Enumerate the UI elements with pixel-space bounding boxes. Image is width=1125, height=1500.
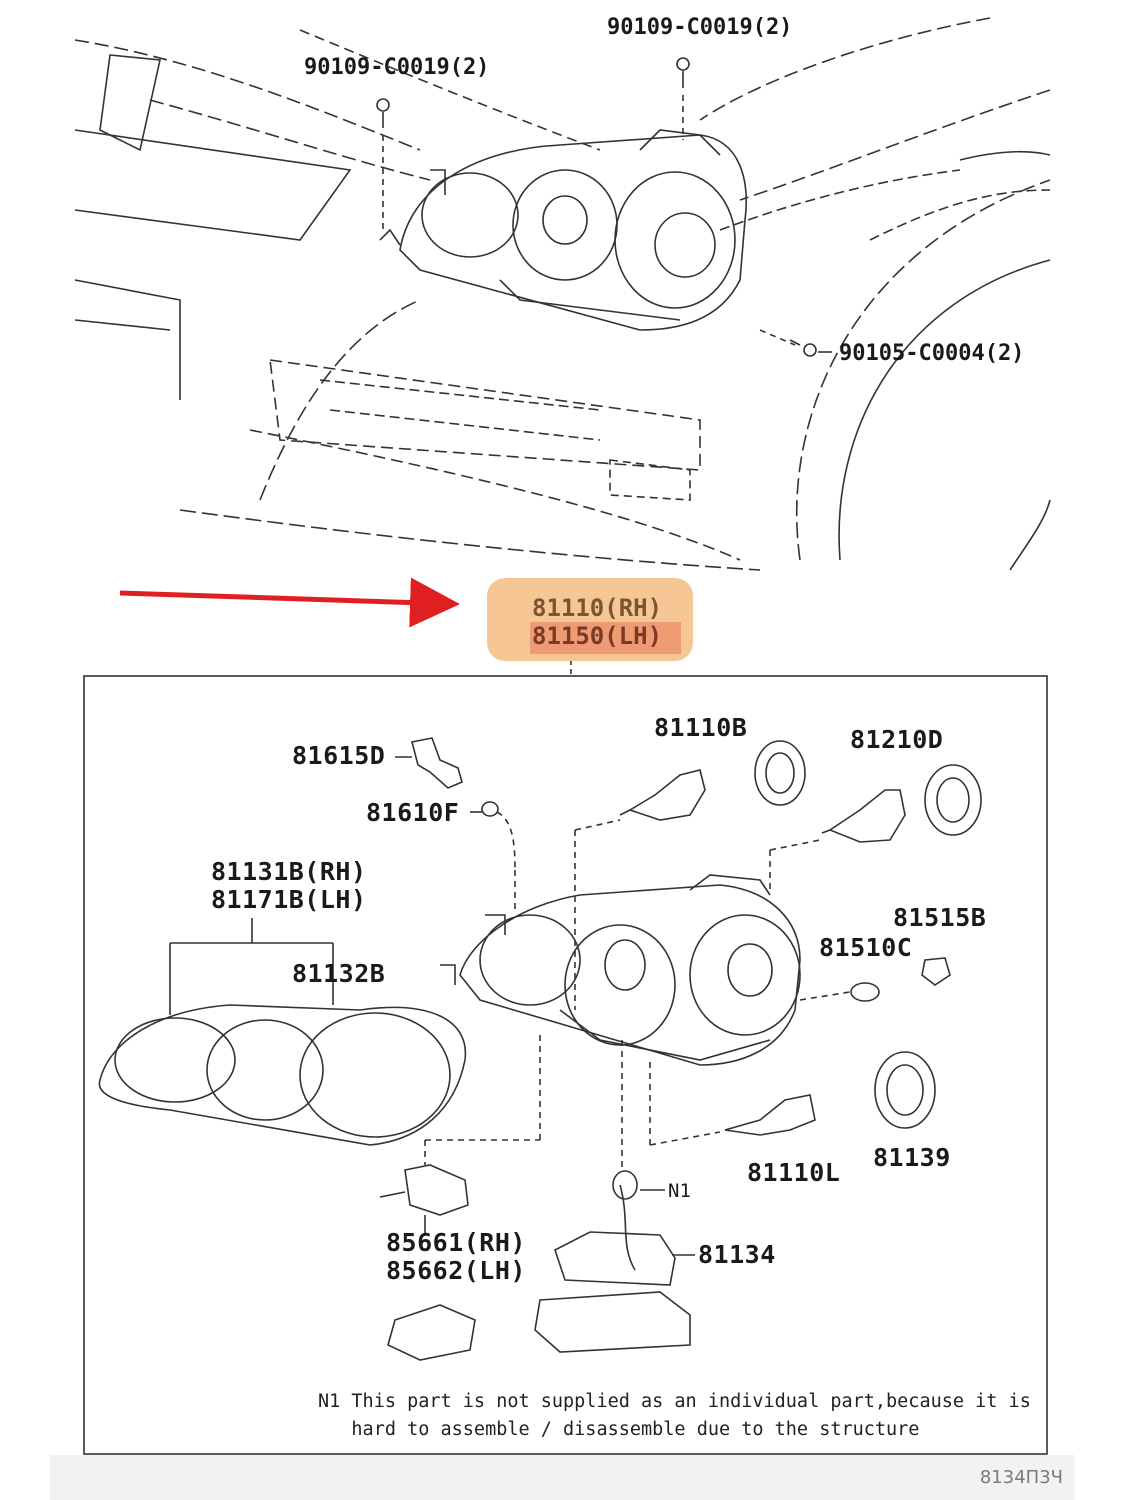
part-label-81210D: 81210D [850, 725, 944, 754]
footer-strip [50, 1455, 1075, 1500]
part-label-85661: 85661(RH) [386, 1228, 526, 1257]
footnote-line-2: hard to assemble / disassemble due to th… [318, 1419, 920, 1440]
note-marker-n1: N1 [668, 1180, 691, 1202]
part-label-81134: 81134 [698, 1240, 776, 1269]
part-label-81132B: 81132B [292, 959, 386, 988]
exploded-parts-illustration [98, 737, 982, 1361]
fastener-label-right-screw: 90109-C0019(2) [607, 15, 793, 40]
assembly-lh-highlight [530, 622, 681, 654]
part-label-81131B: 81131B(RH) [211, 857, 367, 886]
footnote: N1 This part is not supplied as an indiv… [318, 1388, 1038, 1444]
exploded-view-frame [83, 675, 1048, 1455]
fastener-label-bolt: 90105-C0004(2) [839, 341, 1025, 366]
part-label-81110L: 81110L [747, 1158, 841, 1187]
part-label-85662: 85662(LH) [386, 1256, 526, 1285]
part-label-81610F: 81610F [366, 798, 460, 827]
part-label-81171B: 81171B(LH) [211, 885, 367, 914]
part-label-81510C: 81510C [819, 933, 913, 962]
part-label-81139: 81139 [873, 1143, 951, 1172]
assembly-part-rh: 81110(RH) [532, 594, 663, 622]
assembly-part-lh: 81150(LH) [532, 622, 663, 650]
part-label-81615D: 81615D [292, 741, 386, 770]
car-front-illustration [74, 17, 1051, 571]
red-pointer-arrow [119, 577, 460, 628]
part-label-81515B: 81515B [893, 903, 987, 932]
diagram-code: 8134П3Ч [979, 1467, 1063, 1488]
footnote-line-1: N1 This part is not supplied as an indiv… [318, 1391, 1031, 1412]
part-label-81110B: 81110B [654, 713, 748, 742]
fastener-label-left-screw: 90109-C0019(2) [304, 55, 490, 80]
